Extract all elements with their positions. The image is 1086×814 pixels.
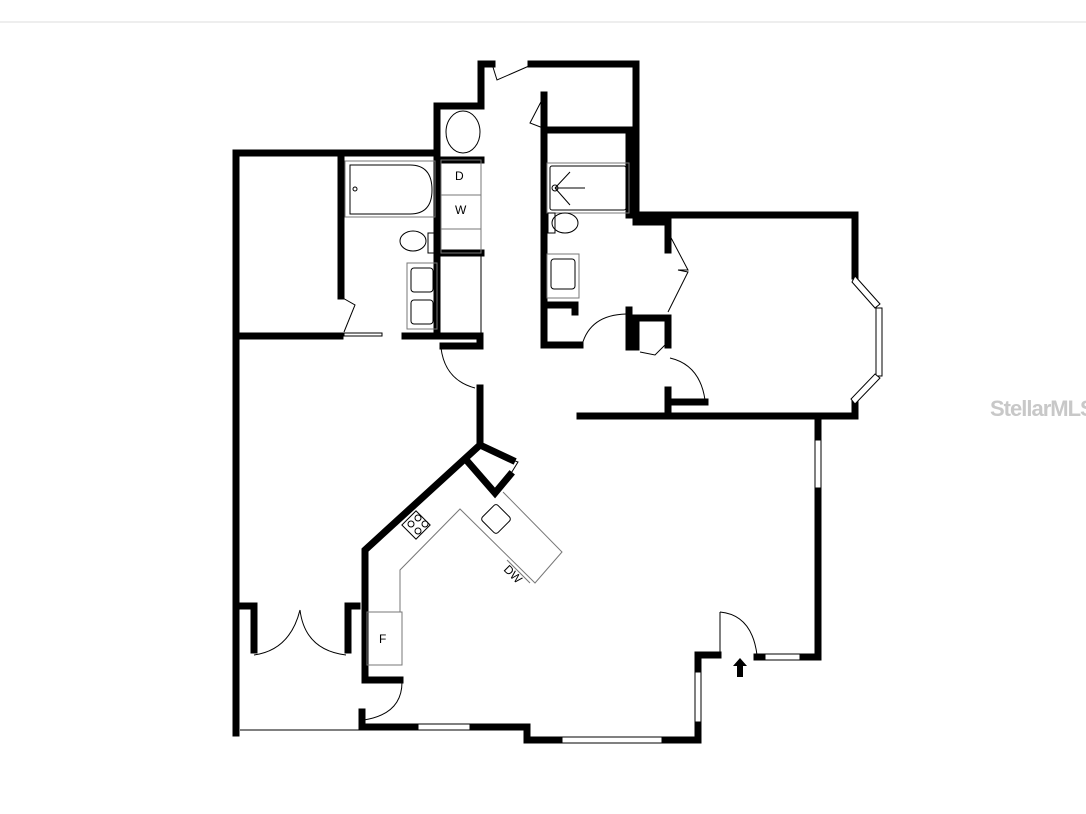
fridge: [366, 611, 403, 666]
interior-walls: [236, 91, 822, 684]
fixtures: [344, 110, 747, 677]
toilet-right: [547, 212, 579, 234]
vanity-right: [546, 253, 580, 299]
windows: [240, 275, 883, 744]
dryer-label: D: [455, 169, 464, 183]
laundry-area: [440, 159, 482, 254]
bathtub: [344, 160, 436, 218]
water-heater: [445, 110, 481, 154]
fridge-label: F: [379, 632, 386, 646]
double-vanity: [406, 262, 438, 330]
kitchen-counter: [366, 491, 563, 666]
fixture-labels: D W F DW: [379, 169, 525, 646]
kitchen-sink: [481, 504, 511, 534]
washer-label: W: [455, 203, 467, 217]
dishwasher-label: DW: [501, 562, 526, 587]
shower: [546, 162, 630, 214]
doors: [253, 63, 758, 721]
stove: [401, 510, 431, 540]
entry-arrow-icon: [733, 658, 747, 677]
watermark-logo: StellarMLS: [990, 396, 1086, 421]
exterior-walls: [232, 60, 859, 744]
toilet-left: [399, 230, 437, 254]
